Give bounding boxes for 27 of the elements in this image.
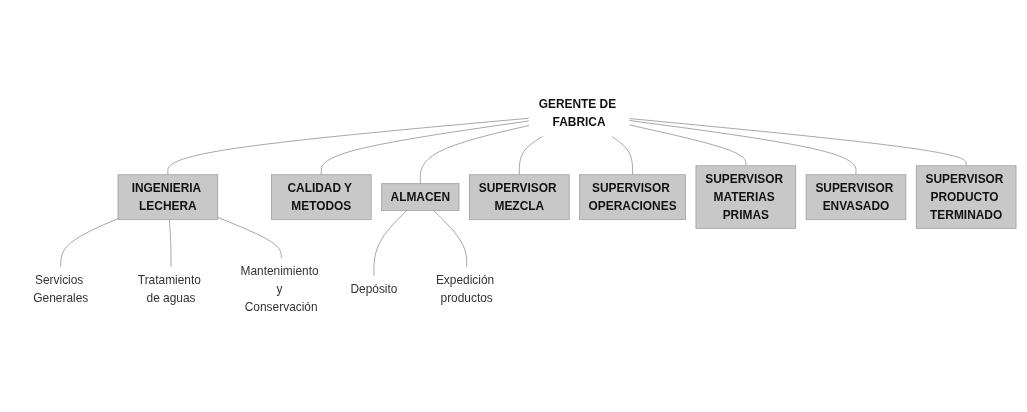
connector xyxy=(320,120,530,176)
connector xyxy=(628,120,857,176)
node-box: SUPERVISOR MEZCLA xyxy=(469,174,570,220)
node-box: CALIDAD Y METODOS xyxy=(271,174,372,220)
node-box: INGENIERIA LECHERA xyxy=(117,174,219,220)
connector xyxy=(60,218,119,268)
connector xyxy=(628,124,747,167)
node-text: GERENTE DE FABRICA xyxy=(538,98,617,129)
node-box: SUPERVISOR MATERIAS PRIMAS xyxy=(695,165,797,229)
node-text: Expedición productos xyxy=(435,273,495,305)
node-box: SUPERVISOR ENVASADO xyxy=(805,174,907,220)
node-text: Mantenimiento y Conservación xyxy=(240,264,319,314)
node-text: Depósito xyxy=(350,282,398,296)
connector xyxy=(433,210,468,268)
node-box: SUPERVISOR OPERACIONES xyxy=(579,174,686,220)
connector xyxy=(167,117,530,176)
connector xyxy=(628,118,967,167)
connector xyxy=(610,135,633,176)
node-text: Tratamiento de aguas xyxy=(137,273,201,305)
node-box: ALMACEN xyxy=(381,183,460,211)
connector xyxy=(217,217,282,259)
connector xyxy=(169,219,172,268)
node-text: Servicios Generales xyxy=(33,273,89,305)
connector xyxy=(373,210,408,277)
connector xyxy=(419,125,530,185)
connector xyxy=(518,135,544,176)
node-box: SUPERVISOR PRODUCTO TERMINADO xyxy=(915,165,1017,229)
